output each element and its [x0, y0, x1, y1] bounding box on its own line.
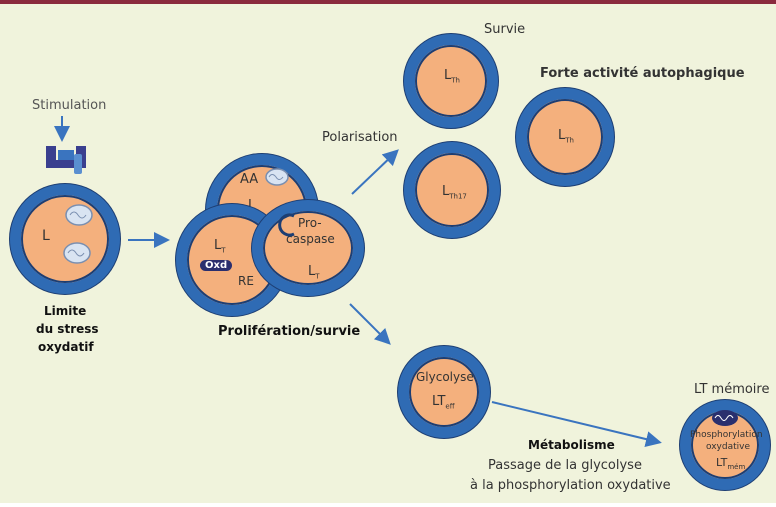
cell-aa-label: AA [240, 172, 259, 187]
cell-procaspase [252, 200, 364, 296]
forte-activite-label: Forte activité autophagique [540, 66, 745, 81]
naive-cell [10, 184, 120, 294]
phospho-label: à la phosphorylation oxydative [470, 478, 671, 493]
oxydatif-label: oxydatif [38, 340, 94, 354]
mitochondria-icon [712, 410, 738, 426]
cell-th17 [404, 142, 500, 238]
cell-th-right-label: LTh [558, 128, 574, 145]
mitochondria-icon [65, 204, 93, 226]
memoire-line2: oxydative [706, 442, 751, 452]
naive-cell-label: L [42, 228, 50, 244]
cell-re-er-label: RE [238, 274, 254, 288]
stimulation-label: Stimulation [32, 98, 107, 113]
cell-glycolyse [398, 346, 490, 438]
limite-label: Limite [44, 304, 87, 318]
arrow-to-polarisation [351, 149, 399, 195]
arrows-layer [54, 116, 662, 447]
oxidative-stress-icon: Oxd [200, 260, 233, 271]
arrow-to-glycolyse [349, 303, 391, 345]
receptor-icon [46, 146, 86, 174]
survie-label: Survie [484, 22, 526, 37]
mitochondria-icon [63, 242, 91, 264]
passage-label: Passage de la glycolyse [488, 458, 642, 473]
polarisation-label: Polarisation [322, 130, 398, 145]
cell-th17-label: LTh17 [442, 184, 467, 201]
stress-label: du stress [36, 322, 99, 336]
procaspase-label: Pro- [298, 216, 322, 230]
proliferation-label: Prolifération/survie [218, 324, 361, 339]
procaspase-label-2: caspase [286, 232, 335, 246]
cell-th-right [516, 88, 614, 186]
memoire-lt: LTmém [716, 456, 746, 472]
cell-aa-sub: L [248, 198, 256, 213]
cell-th-top-label: LTh [444, 68, 460, 85]
glycolyse-label: Glycolyse [416, 370, 474, 384]
glycolyse-lt: LTeff [432, 394, 455, 411]
procaspase-lt: LT [308, 264, 320, 281]
cell-th-top [404, 34, 498, 128]
arrow-to-memoire [491, 401, 662, 447]
mitochondria-icon [265, 168, 289, 186]
metabolisme-label: Métabolisme [528, 438, 615, 452]
cell-re-label: LT [214, 238, 226, 255]
lt-memoire-label: LT mémoire [694, 382, 770, 397]
memoire-line1: Phosphorylation [690, 430, 763, 440]
caspase-arc-icon [278, 213, 295, 237]
